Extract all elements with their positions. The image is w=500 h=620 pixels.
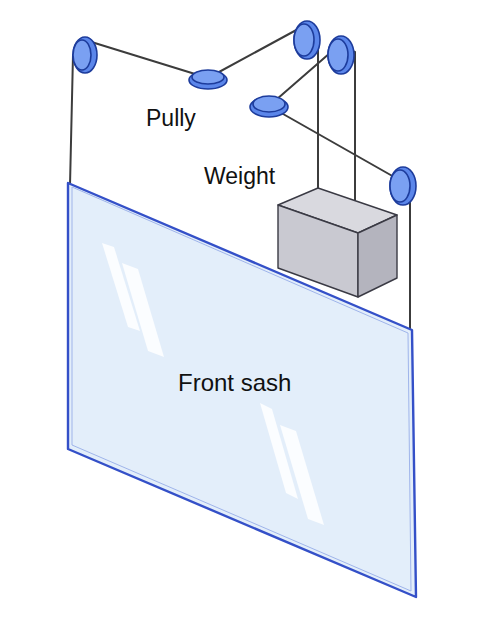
pulley bbox=[250, 96, 288, 117]
node-text: Front sash bbox=[178, 370, 291, 396]
sash-pane: Front sash bbox=[64, 181, 420, 599]
part-label: Pully bbox=[146, 106, 196, 131]
pulley bbox=[294, 21, 320, 59]
pulley bbox=[390, 167, 416, 205]
pulley bbox=[189, 70, 227, 89]
cable bbox=[70, 28, 318, 189]
pulley bbox=[73, 37, 97, 73]
pulley bbox=[328, 36, 354, 74]
node-text: Weight bbox=[204, 164, 275, 189]
